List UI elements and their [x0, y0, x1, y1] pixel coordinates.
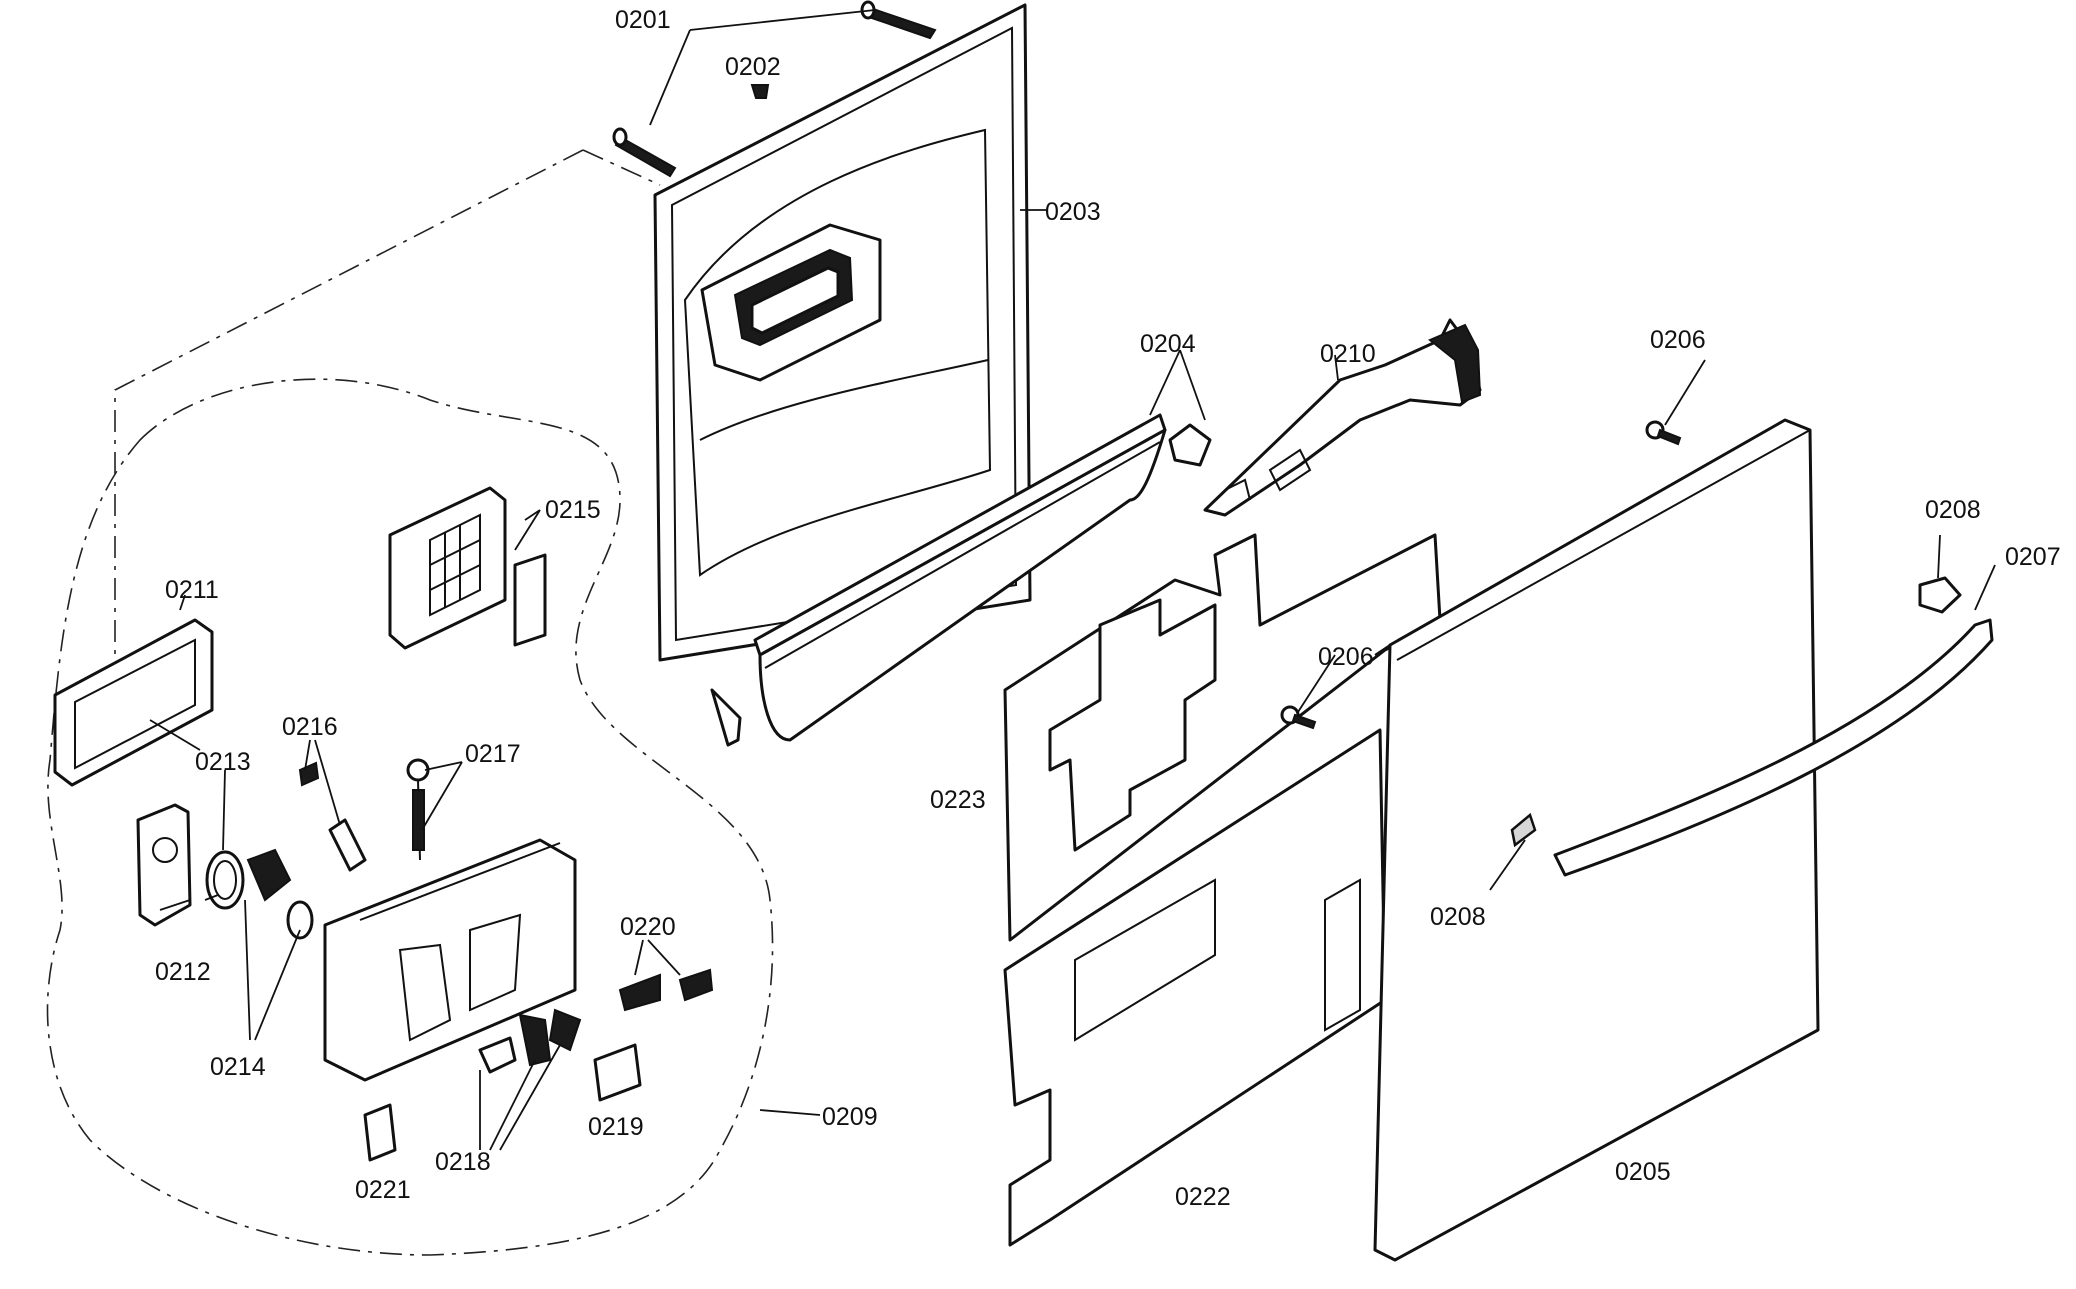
label-0216: 0216: [282, 713, 338, 741]
label-0220: 0220: [620, 913, 676, 941]
dispenser-mechanism: [363, 968, 714, 1162]
label-0212: 0212: [155, 958, 211, 986]
door-handle: [1510, 576, 1994, 877]
assembly-boundary: [46, 149, 774, 1256]
door-screws: [612, 0, 937, 178]
label-0201: 0201: [615, 6, 671, 34]
label-0221: 0221: [355, 1176, 411, 1204]
label-0208-top: 0208: [1925, 496, 1981, 524]
small-parts: [298, 758, 430, 872]
label-0223: 0223: [930, 786, 986, 814]
label-0219: 0219: [588, 1113, 644, 1141]
dispenser-body: [323, 838, 577, 1082]
leader-lines: [149, 9, 1996, 1151]
label-0214: 0214: [210, 1053, 266, 1081]
label-0202: 0202: [725, 53, 781, 81]
label-0213: 0213: [195, 748, 251, 776]
bottom-trim-strip: [710, 413, 1212, 747]
detergent-cup-cover: [136, 803, 192, 927]
label-0222: 0222: [1175, 1183, 1231, 1211]
label-0204: 0204: [1140, 330, 1196, 358]
part-labels: 0201 0202 0203 0204 0210 0206 0208 0207 …: [155, 6, 2061, 1211]
vent-cover: [388, 486, 547, 650]
label-0209: 0209: [822, 1103, 878, 1131]
label-0210: 0210: [1320, 340, 1376, 368]
hinge-bracket: [1203, 318, 1482, 517]
label-0215: 0215: [545, 496, 601, 524]
label-0205: 0205: [1615, 1158, 1671, 1186]
inner-door-panel: [653, 3, 1032, 662]
seal-rings: [205, 848, 314, 940]
label-0206-mid: 0206: [1318, 643, 1374, 671]
label-0206-top: 0206: [1650, 326, 1706, 354]
label-0218: 0218: [435, 1148, 491, 1176]
label-0217: 0217: [465, 740, 521, 768]
dispenser-frame: [53, 618, 214, 787]
panel-screws: [1280, 420, 1682, 730]
insulation-upper: [1003, 533, 1442, 942]
label-0207: 0207: [2005, 543, 2061, 571]
label-0211: 0211: [165, 576, 219, 604]
label-0208-mid: 0208: [1430, 903, 1486, 931]
label-0203: 0203: [1045, 198, 1101, 226]
insulation-lower: [1003, 728, 1387, 1247]
